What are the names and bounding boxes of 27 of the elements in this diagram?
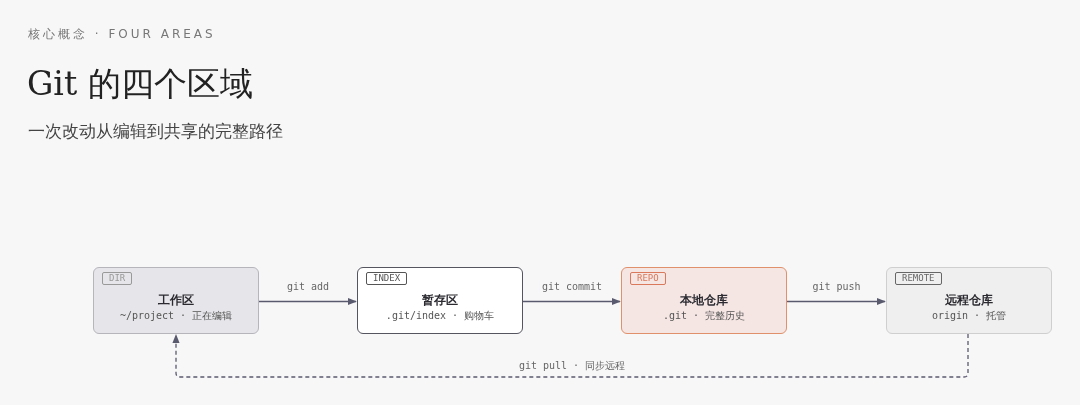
area-heading: 工作区 (157, 292, 195, 309)
area-heading: 本地仓库 (679, 292, 729, 309)
subtitle: 一次改动从编辑到共享的完整路径 (28, 120, 283, 143)
edge-label: git pull · 同步远程 (516, 359, 628, 373)
title: Git 的四个区域 (27, 63, 253, 105)
tag-badge: INDEX (366, 272, 408, 285)
area-path: ~/project · 正在编辑 (118, 309, 234, 323)
edge-label: git commit (539, 280, 605, 292)
arrow (172, 333, 969, 378)
edge-label: git add (284, 280, 332, 292)
arrow (522, 297, 621, 306)
tag-badge: REPO (630, 272, 666, 285)
eyebrow-text: 核心概念 · FOUR AREAS (28, 26, 216, 43)
tag-badge: DIR (102, 272, 133, 285)
area-box (357, 267, 523, 334)
area-box (621, 267, 787, 334)
area-box (93, 267, 259, 334)
area-path: .git/index · 购物车 (384, 309, 496, 323)
area-heading: 暂存区 (421, 292, 459, 309)
edge-label: git push (810, 280, 863, 292)
area-path: .git · 完整历史 (661, 309, 747, 323)
area-box (886, 267, 1052, 334)
tag-badge: REMOTE (895, 272, 942, 285)
arrow (786, 297, 886, 306)
area-heading: 远程仓库 (944, 292, 994, 309)
arrow (258, 297, 357, 306)
area-path: origin · 托管 (930, 309, 1008, 323)
